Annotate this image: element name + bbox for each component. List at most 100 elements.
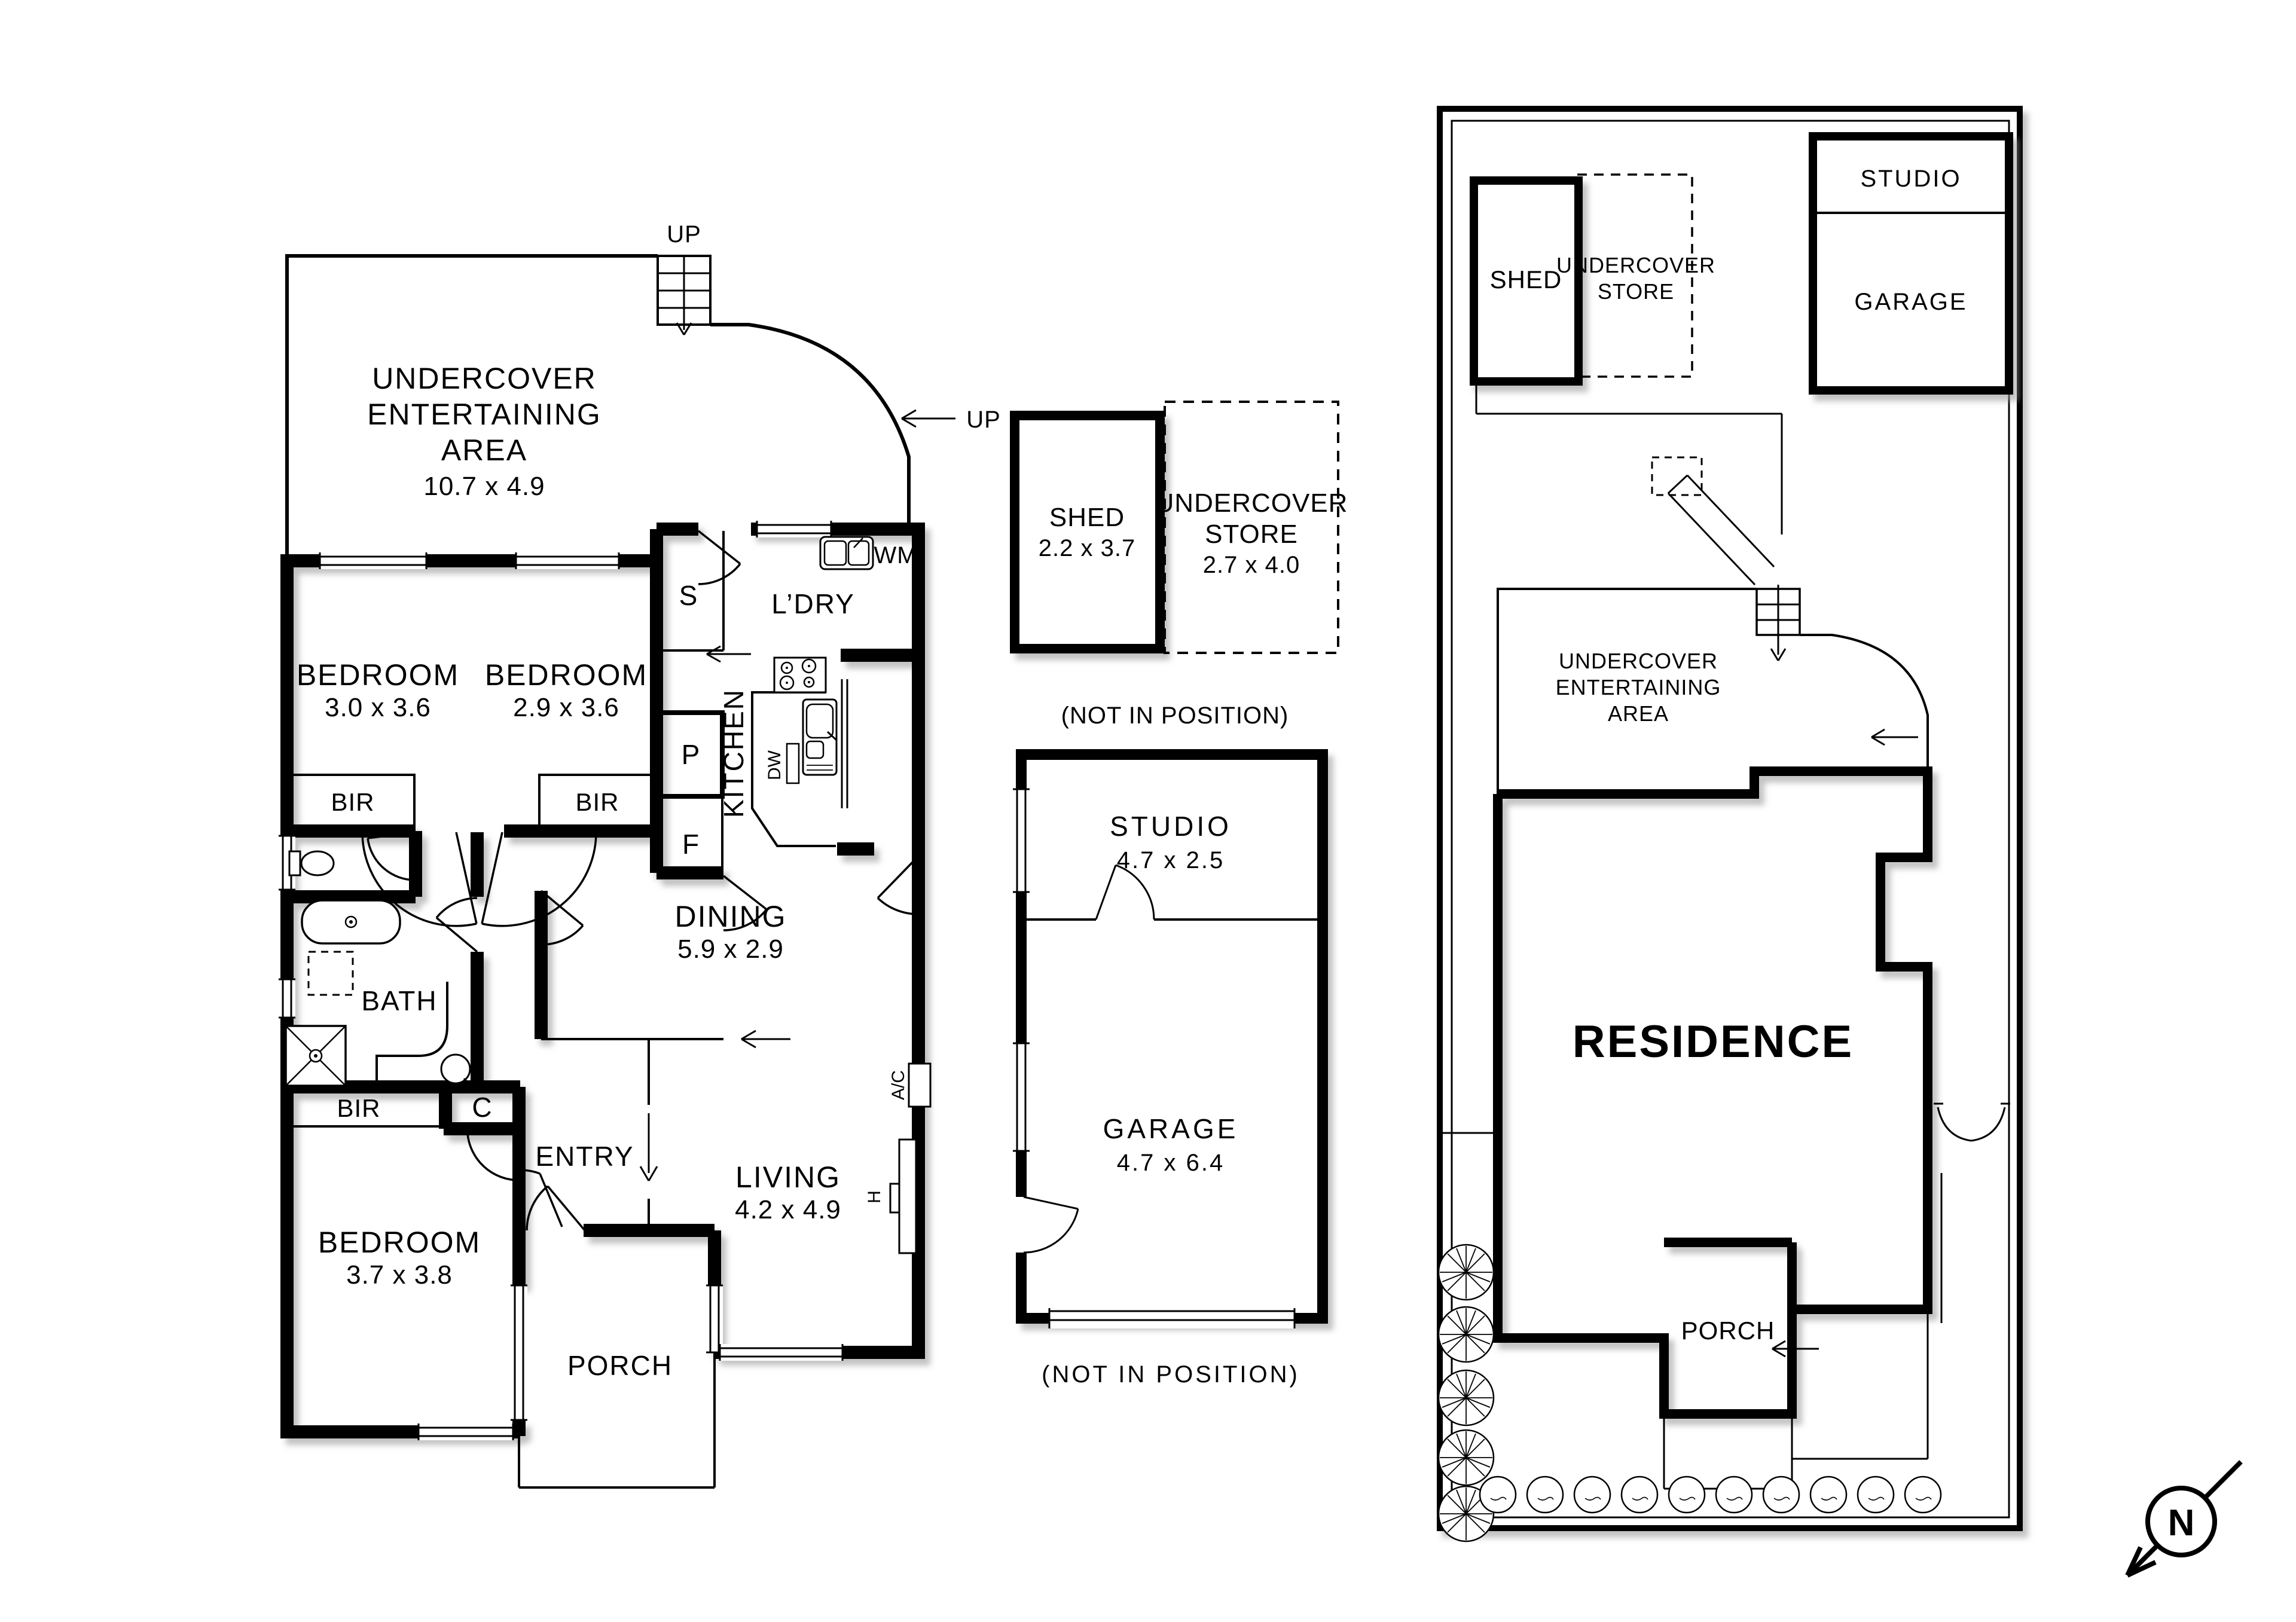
bir2-box <box>538 774 657 830</box>
window-bed3-porch <box>511 1284 527 1421</box>
bedroom1-dims: 3.0 x 3.6 <box>325 693 431 722</box>
dw-label: DW <box>765 750 784 780</box>
bedroom3-dims: 3.7 x 3.8 <box>346 1260 453 1290</box>
tree-icon <box>1437 1369 1495 1426</box>
entry-label: ENTRY <box>535 1141 634 1172</box>
windows <box>279 521 844 1440</box>
site-uea-line2: ENTERTAINING <box>1556 675 1721 699</box>
heater-label: H <box>865 1190 884 1203</box>
door-wc <box>367 831 416 881</box>
bush-icon <box>1573 1476 1611 1514</box>
entry-arrow <box>639 1113 658 1181</box>
wm-label: WM <box>874 542 917 569</box>
door-kitchen-dining <box>877 855 920 915</box>
stove-icon <box>773 656 827 694</box>
living-label: LIVING <box>735 1160 841 1194</box>
site-store-dashed-box <box>1576 173 1693 378</box>
garage-label: GARAGE <box>1103 1113 1239 1144</box>
window-laundry <box>756 521 832 537</box>
site-residence-outline-b <box>1493 794 1797 1419</box>
living-dims: 4.2 x 4.9 <box>735 1195 841 1224</box>
bir1-box <box>291 774 416 830</box>
window-bed3-south <box>417 1424 514 1440</box>
bush-icon <box>1857 1476 1895 1514</box>
c-closet-label: C <box>472 1092 493 1123</box>
store-line1: UNDERCOVER <box>1155 488 1348 518</box>
site-boundary-inner <box>1451 120 2010 1519</box>
shed-box <box>1010 411 1165 653</box>
heater-icon: H <box>865 1138 917 1254</box>
bath-fixtures <box>285 850 475 1089</box>
uea-line1: UNDERCOVER <box>372 362 597 395</box>
door-laundry <box>697 530 741 585</box>
site-misc-paths <box>1442 1132 1943 1460</box>
site-residence-label: RESIDENCE <box>1573 1016 1854 1067</box>
north-label: N <box>2168 1502 2195 1544</box>
f-closet-label: F <box>682 829 700 860</box>
store-dashed-box <box>1164 401 1339 654</box>
site-plan: SHED UNDERCOVER STORE STUDIO GARAGE UNDE… <box>1437 106 2023 1542</box>
uea-line2: ENTERTAINING <box>367 398 602 431</box>
site-gate-icon <box>1934 1102 2010 1142</box>
window-studio-west <box>1013 788 1030 893</box>
bush-icon <box>1526 1476 1564 1514</box>
north-compass-icon: N <box>2125 1460 2243 1578</box>
garage-door-south <box>1048 1308 1296 1328</box>
outbuildings-bottom: STUDIO 4.7 x 2.5 GARAGE 4.7 x 6.4 (NOT I… <box>1013 749 1328 1388</box>
site-uea-outline <box>1497 588 1757 794</box>
dining-flow-arrow <box>741 1030 790 1049</box>
kitchen-fixtures <box>751 656 848 847</box>
window-bed1 <box>319 552 428 569</box>
bedroom3-label: BEDROOM <box>318 1226 481 1259</box>
hall-flow-arrow <box>706 645 751 663</box>
bush-icon <box>1620 1476 1659 1514</box>
window-bed2 <box>515 552 620 569</box>
not-in-position-top: (NOT IN POSITION) <box>1061 702 1289 729</box>
doors <box>361 530 920 1232</box>
bush-icon <box>1668 1476 1706 1514</box>
up-side-arrow <box>901 409 955 428</box>
site-uea-line3: AREA <box>1608 701 1669 726</box>
site-studio-label: STUDIO <box>1860 166 1961 192</box>
site-dashed-landing <box>1651 456 1703 496</box>
main-floorplan: UP UP UNDERCOVER ENTERTAINING AREA 10.7 … <box>279 221 1000 1489</box>
bath-label: BATH <box>361 985 437 1016</box>
door-hall-dining-east <box>722 875 768 931</box>
store-dims: 2.7 x 4.0 <box>1203 552 1300 578</box>
studio-dims: 4.7 x 2.5 <box>1117 847 1225 873</box>
site-ramp <box>1667 474 1775 586</box>
vanity-icon <box>375 982 475 1089</box>
kitchen-label: KITCHEN <box>718 689 749 818</box>
bath-dashed-unit <box>307 951 354 996</box>
site-residence-walls <box>1493 766 1932 1419</box>
site-up-arrow <box>1871 728 1918 746</box>
door-bedroom2 <box>481 832 597 927</box>
bir2-label: BIR <box>575 788 619 816</box>
door-bedroom1 <box>361 832 478 927</box>
dining-label: DINING <box>675 900 787 933</box>
site-porch-arrow <box>1772 1340 1819 1358</box>
bir1-label: BIR <box>331 788 374 816</box>
site-store-line2: STORE <box>1598 279 1674 304</box>
bedroom1-label: BEDROOM <box>297 658 459 692</box>
door-entry <box>526 1185 586 1232</box>
door-garage-west <box>1013 1196 1079 1254</box>
bedroom2-label: BEDROOM <box>485 658 648 692</box>
shower-icon <box>285 1025 347 1087</box>
site-shed-box <box>1470 176 1583 386</box>
tree-icon <box>1437 1306 1495 1363</box>
studio-label: STUDIO <box>1110 811 1232 842</box>
p-closet-label: P <box>682 739 701 770</box>
door-c-closet <box>466 1128 520 1181</box>
uea-outline <box>285 254 658 561</box>
porch-outline-thin <box>518 1352 716 1489</box>
wall-wc-nook <box>280 831 422 903</box>
tree-icon <box>1437 1244 1495 1301</box>
site-stairs-icon <box>1755 585 1801 661</box>
outbuildings-top: SHED 2.2 x 3.7 UNDERCOVER STORE 2.7 x 4.… <box>1010 401 1348 729</box>
site-uea-line1: UNDERCOVER <box>1559 649 1718 673</box>
bush-icon <box>1715 1476 1753 1514</box>
toilet-icon <box>288 850 335 876</box>
washing-machine-icon <box>819 536 874 570</box>
